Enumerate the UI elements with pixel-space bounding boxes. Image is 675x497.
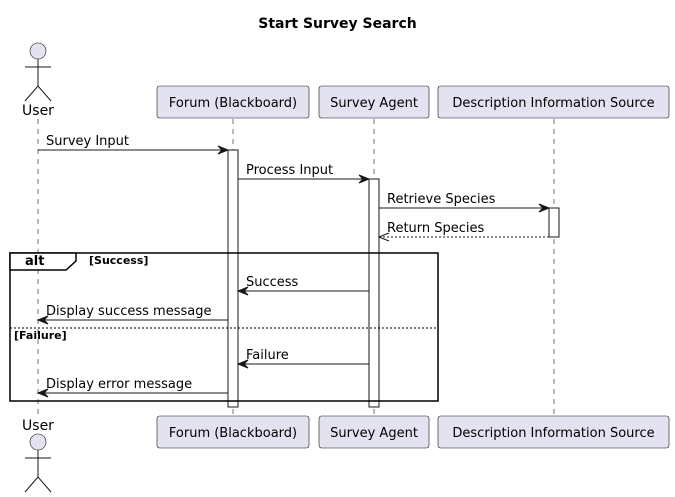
alt-fragment-tab: [9, 252, 77, 271]
arrowhead: [358, 174, 371, 184]
activation-source: [548, 207, 560, 238]
alt-keyword: alt: [25, 254, 44, 269]
participant-label: Forum (Blackboard): [169, 426, 297, 441]
message-label: Process Input: [246, 163, 333, 178]
message-label: Success: [246, 275, 299, 290]
participant-source-top: Description Information Source: [437, 85, 670, 119]
participant-agent-bottom: Survey Agent: [318, 415, 430, 449]
activation-forum: [227, 149, 239, 408]
arrowhead-open: [377, 232, 390, 242]
participant-box: [437, 85, 670, 119]
actor-user-top: User: [22, 42, 54, 119]
participant-label: Description Information Source: [452, 96, 654, 111]
actor-head: [29, 42, 47, 60]
arrowhead: [236, 359, 249, 369]
alt-fragment: alt [Success] [Failure]: [9, 252, 439, 402]
message-4: Return Species: [377, 221, 549, 242]
message-7: Failure: [236, 348, 369, 369]
actor-label: User: [22, 418, 54, 434]
participant-source-bottom: Description Information Source: [437, 415, 670, 449]
message-label: Failure: [246, 348, 289, 363]
message-label: Display error message: [46, 377, 192, 392]
participant-box: [156, 85, 310, 119]
participant-forum-top: Forum (Blackboard): [156, 85, 310, 119]
actor-user-bottom: User: [22, 418, 54, 493]
arrowhead: [217, 145, 230, 155]
participant-box: [318, 415, 430, 449]
message-label: Return Species: [387, 221, 485, 236]
participant-forum-bottom: Forum (Blackboard): [156, 415, 310, 449]
arrowhead: [36, 315, 49, 325]
participant-box: [318, 85, 430, 119]
participant-label: Survey Agent: [330, 426, 418, 441]
message-6: Display success message: [36, 304, 228, 325]
participant-agent-top: Survey Agent: [318, 85, 430, 119]
activation-agent: [368, 178, 380, 408]
actor-head: [29, 433, 47, 451]
alt-fragment-frame: [9, 252, 439, 402]
participant-label: Survey Agent: [330, 96, 418, 111]
actor-legs: [24, 476, 52, 493]
diagram-title: Start Survey Search: [258, 16, 416, 32]
alt-guard-failure: [Failure]: [14, 329, 67, 342]
arrowhead: [538, 203, 551, 213]
actor-legs: [24, 85, 52, 102]
message-1: Survey Input: [38, 134, 230, 155]
message-8: Display error message: [36, 377, 228, 398]
message-label: Retrieve Species: [387, 192, 496, 207]
message-label: Survey Input: [46, 134, 129, 149]
message-label: Display success message: [46, 304, 211, 319]
message-2: Process Input: [238, 163, 371, 184]
message-3: Retrieve Species: [379, 192, 551, 213]
participant-box: [156, 415, 310, 449]
participant-label: Description Information Source: [452, 426, 654, 441]
alt-guard-success: [Success]: [89, 254, 148, 267]
participant-box: [437, 415, 670, 449]
message-5: Success: [236, 275, 369, 296]
activations: [227, 149, 560, 408]
participant-label: Forum (Blackboard): [169, 96, 297, 111]
actor-label: User: [22, 103, 54, 119]
arrowhead: [36, 388, 49, 398]
arrowhead: [236, 286, 249, 296]
